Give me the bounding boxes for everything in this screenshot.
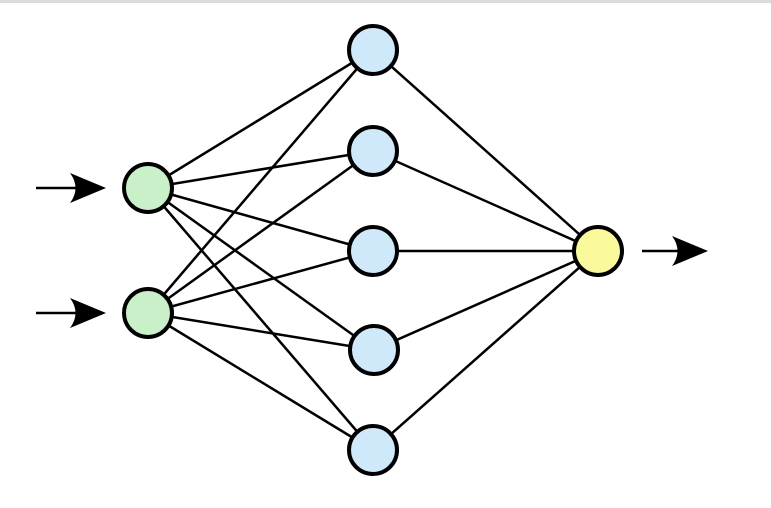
output-arrow <box>642 236 708 266</box>
input-arrow-2-head <box>70 298 106 328</box>
edge-h2-o1 <box>372 149 599 253</box>
edge-i1-h4 <box>147 186 375 352</box>
hidden-node-4 <box>348 324 400 376</box>
input-node-2 <box>122 287 174 339</box>
edge-i1-h1 <box>147 48 374 190</box>
hidden-node-2 <box>347 125 399 177</box>
arrows-layer <box>36 173 708 328</box>
hidden-node-1 <box>347 24 399 76</box>
window-chrome-strip <box>0 0 771 3</box>
edge-i1-h3 <box>147 186 374 253</box>
input-arrow-1 <box>36 173 106 203</box>
hidden-node-5 <box>347 424 399 476</box>
edge-i2-h4 <box>147 311 375 352</box>
edge-i2-h1 <box>147 49 374 314</box>
input-arrow-1-head <box>70 173 106 203</box>
output-arrow-head <box>672 236 708 266</box>
edge-i2-h5 <box>147 311 374 452</box>
edge-i2-h3 <box>147 249 374 315</box>
input-node-1 <box>122 162 174 214</box>
edges-layer <box>147 48 599 452</box>
nodes-layer <box>122 24 624 476</box>
edge-i1-h2 <box>147 149 374 190</box>
input-arrow-2 <box>36 298 106 328</box>
edge-i1-h5 <box>147 187 374 451</box>
hidden-node-3 <box>347 225 399 277</box>
output-node-1 <box>572 225 624 277</box>
edge-i2-h2 <box>147 149 374 315</box>
edge-h5-o1 <box>372 250 599 451</box>
edge-h4-o1 <box>373 249 599 352</box>
edge-h1-o1 <box>372 49 599 252</box>
